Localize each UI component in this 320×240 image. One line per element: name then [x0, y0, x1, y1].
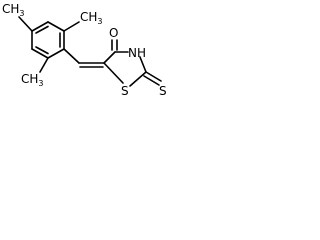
bond-c1-c2	[31, 21, 49, 32]
bond-c4-c5	[47, 48, 65, 59]
methyl-ortho-left-label: CH3	[21, 72, 44, 88]
bond-inner-c5-c6	[35, 46, 49, 55]
bond-n3-c2	[139, 56, 147, 73]
bond-methyl-top	[18, 16, 33, 32]
thiazolidine-ring	[103, 51, 147, 87]
benzene-ring	[31, 21, 65, 59]
bond-c5-c6	[31, 48, 49, 59]
bond-aryl-methine	[63, 48, 80, 64]
bond-inner-c1-c2	[35, 25, 49, 34]
thione-sulfur-label: S	[159, 84, 167, 98]
bond-c5-c4	[103, 51, 116, 64]
bond-thione-1	[145, 71, 162, 82]
bond-methyl-ortho-right	[63, 21, 80, 32]
bond-s1-c5	[103, 62, 124, 84]
methyl-ortho-right-label: CH3	[80, 10, 103, 26]
ring-nitrogen-label: NH	[128, 46, 146, 60]
ring-sulfur-label: S	[121, 84, 129, 98]
carbonyl-oxygen-label: O	[109, 26, 118, 40]
bond-c2-c3	[47, 21, 65, 32]
bond-methyl-ortho-left	[39, 57, 49, 73]
bond-thione-2	[143, 75, 160, 86]
bond-c2-s1	[129, 71, 147, 87]
chemical-structure: CH3 CH3 CH3 O NH S S	[2, 2, 167, 98]
methyl-top-label: CH3	[2, 2, 25, 18]
